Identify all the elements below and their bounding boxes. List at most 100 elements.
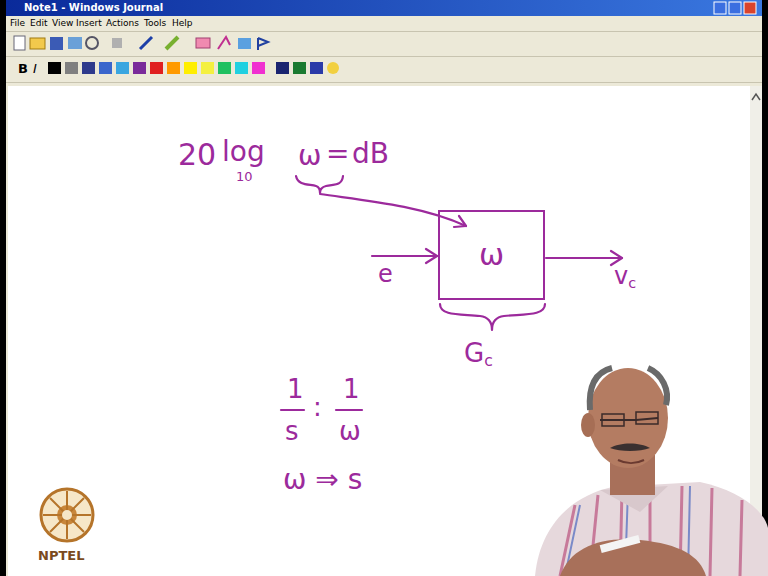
presenter-photo xyxy=(602,414,624,426)
color-swatches xyxy=(6,62,762,83)
menu-item: Tools xyxy=(144,19,166,28)
presenter-photo xyxy=(560,539,706,576)
arrowhead xyxy=(426,249,437,263)
brace xyxy=(440,304,545,330)
ink-number: 20 xyxy=(178,140,216,170)
brace xyxy=(296,176,343,193)
fraction-bar xyxy=(281,409,304,411)
window-frame xyxy=(6,0,762,576)
signal-name: e xyxy=(378,262,393,286)
presenter-photo xyxy=(535,368,768,576)
presenter-photo xyxy=(590,368,612,410)
ink-text: log xyxy=(222,138,265,166)
presenter-photo xyxy=(636,412,658,424)
color-swatches xyxy=(327,62,339,74)
color-swatches xyxy=(6,82,762,83)
toolbar-icons xyxy=(166,37,178,49)
toolbar-icons xyxy=(218,37,230,49)
input-arrow xyxy=(372,255,437,257)
fraction-numerator: 1 xyxy=(287,376,304,402)
nptel-logo xyxy=(62,510,72,520)
ink-symbol: = xyxy=(326,140,349,168)
color-swatches xyxy=(99,62,112,74)
color-swatches xyxy=(184,62,197,74)
presenter-photo xyxy=(581,413,595,437)
nptel-logo xyxy=(41,489,93,541)
window-buttons xyxy=(744,2,756,14)
page xyxy=(8,86,750,576)
arrowhead xyxy=(454,216,466,227)
presenter-photo xyxy=(610,444,650,452)
logo-text: NPTEL xyxy=(38,549,84,562)
toolbar-icons xyxy=(140,37,152,49)
block-box: ω xyxy=(438,210,545,300)
color-swatches xyxy=(252,62,265,74)
nptel-logo xyxy=(41,489,93,541)
menu-item: File xyxy=(10,19,25,28)
fraction-numerator: 1 xyxy=(343,376,360,402)
presenter-photo xyxy=(618,460,644,463)
toolbar-icons xyxy=(30,38,45,49)
menu-item: View xyxy=(52,19,73,28)
color-swatches xyxy=(65,62,78,74)
color-swatches xyxy=(133,62,146,74)
toolbar-icons xyxy=(6,31,762,32)
presenter-photo xyxy=(560,486,742,576)
scrollbar xyxy=(752,94,760,100)
color-swatches xyxy=(293,62,306,74)
fraction-bar xyxy=(336,409,362,411)
presenter-photo xyxy=(600,418,658,420)
block-name: Gc xyxy=(464,340,493,369)
toolbar-bold: B xyxy=(18,62,28,75)
window-buttons xyxy=(729,2,741,14)
toolbar-italic: I xyxy=(33,62,37,75)
color-swatches xyxy=(235,62,248,74)
color-swatches xyxy=(276,62,289,74)
menu-item: Help xyxy=(172,19,193,28)
page xyxy=(8,86,750,576)
color-swatches xyxy=(82,62,95,74)
output-arrow xyxy=(546,257,622,259)
signal-name: vc xyxy=(614,264,636,290)
color-swatches xyxy=(48,62,61,74)
window-title: Note1 - Windows Journal xyxy=(24,3,163,13)
color-swatches xyxy=(201,62,214,74)
window-buttons xyxy=(714,2,726,14)
presenter-photo xyxy=(600,535,641,553)
scrollbar xyxy=(750,86,762,576)
toolbar-icons xyxy=(196,38,210,48)
color-swatches xyxy=(150,62,163,74)
toolbar-icons xyxy=(6,56,762,57)
toolbar-icons xyxy=(238,38,251,49)
menu-item: Edit xyxy=(30,19,47,28)
ink-subscript: 10 xyxy=(236,170,253,183)
toolbar-icons xyxy=(68,37,82,49)
window-frame xyxy=(6,0,762,16)
ink-text: ω ⇒ s xyxy=(283,466,362,494)
ink-text: dB xyxy=(352,140,389,168)
toolbar-icons xyxy=(258,38,268,50)
menu-item: Insert xyxy=(76,19,102,28)
window-buttons xyxy=(714,2,756,14)
presenter-photo xyxy=(648,368,667,405)
presenter-photo xyxy=(588,368,668,468)
color-swatches xyxy=(116,62,129,74)
color-swatches xyxy=(167,62,180,74)
toolbar-icons xyxy=(50,37,63,50)
scrollbar xyxy=(750,86,762,576)
menu-item: Actions xyxy=(106,19,139,28)
toolbar-icons xyxy=(112,38,122,48)
color-swatches xyxy=(218,62,231,74)
block-text: ω xyxy=(479,240,504,270)
ink-symbol: : xyxy=(313,394,322,420)
ink-drawing xyxy=(281,176,622,410)
fraction-denominator: ω xyxy=(339,418,361,444)
presenter-photo xyxy=(535,482,768,576)
nptel-logo xyxy=(43,491,91,539)
color-swatches xyxy=(310,62,323,74)
window-frame xyxy=(6,0,762,576)
ink-symbol: ω xyxy=(298,142,321,170)
toolbar-icons xyxy=(14,36,25,50)
